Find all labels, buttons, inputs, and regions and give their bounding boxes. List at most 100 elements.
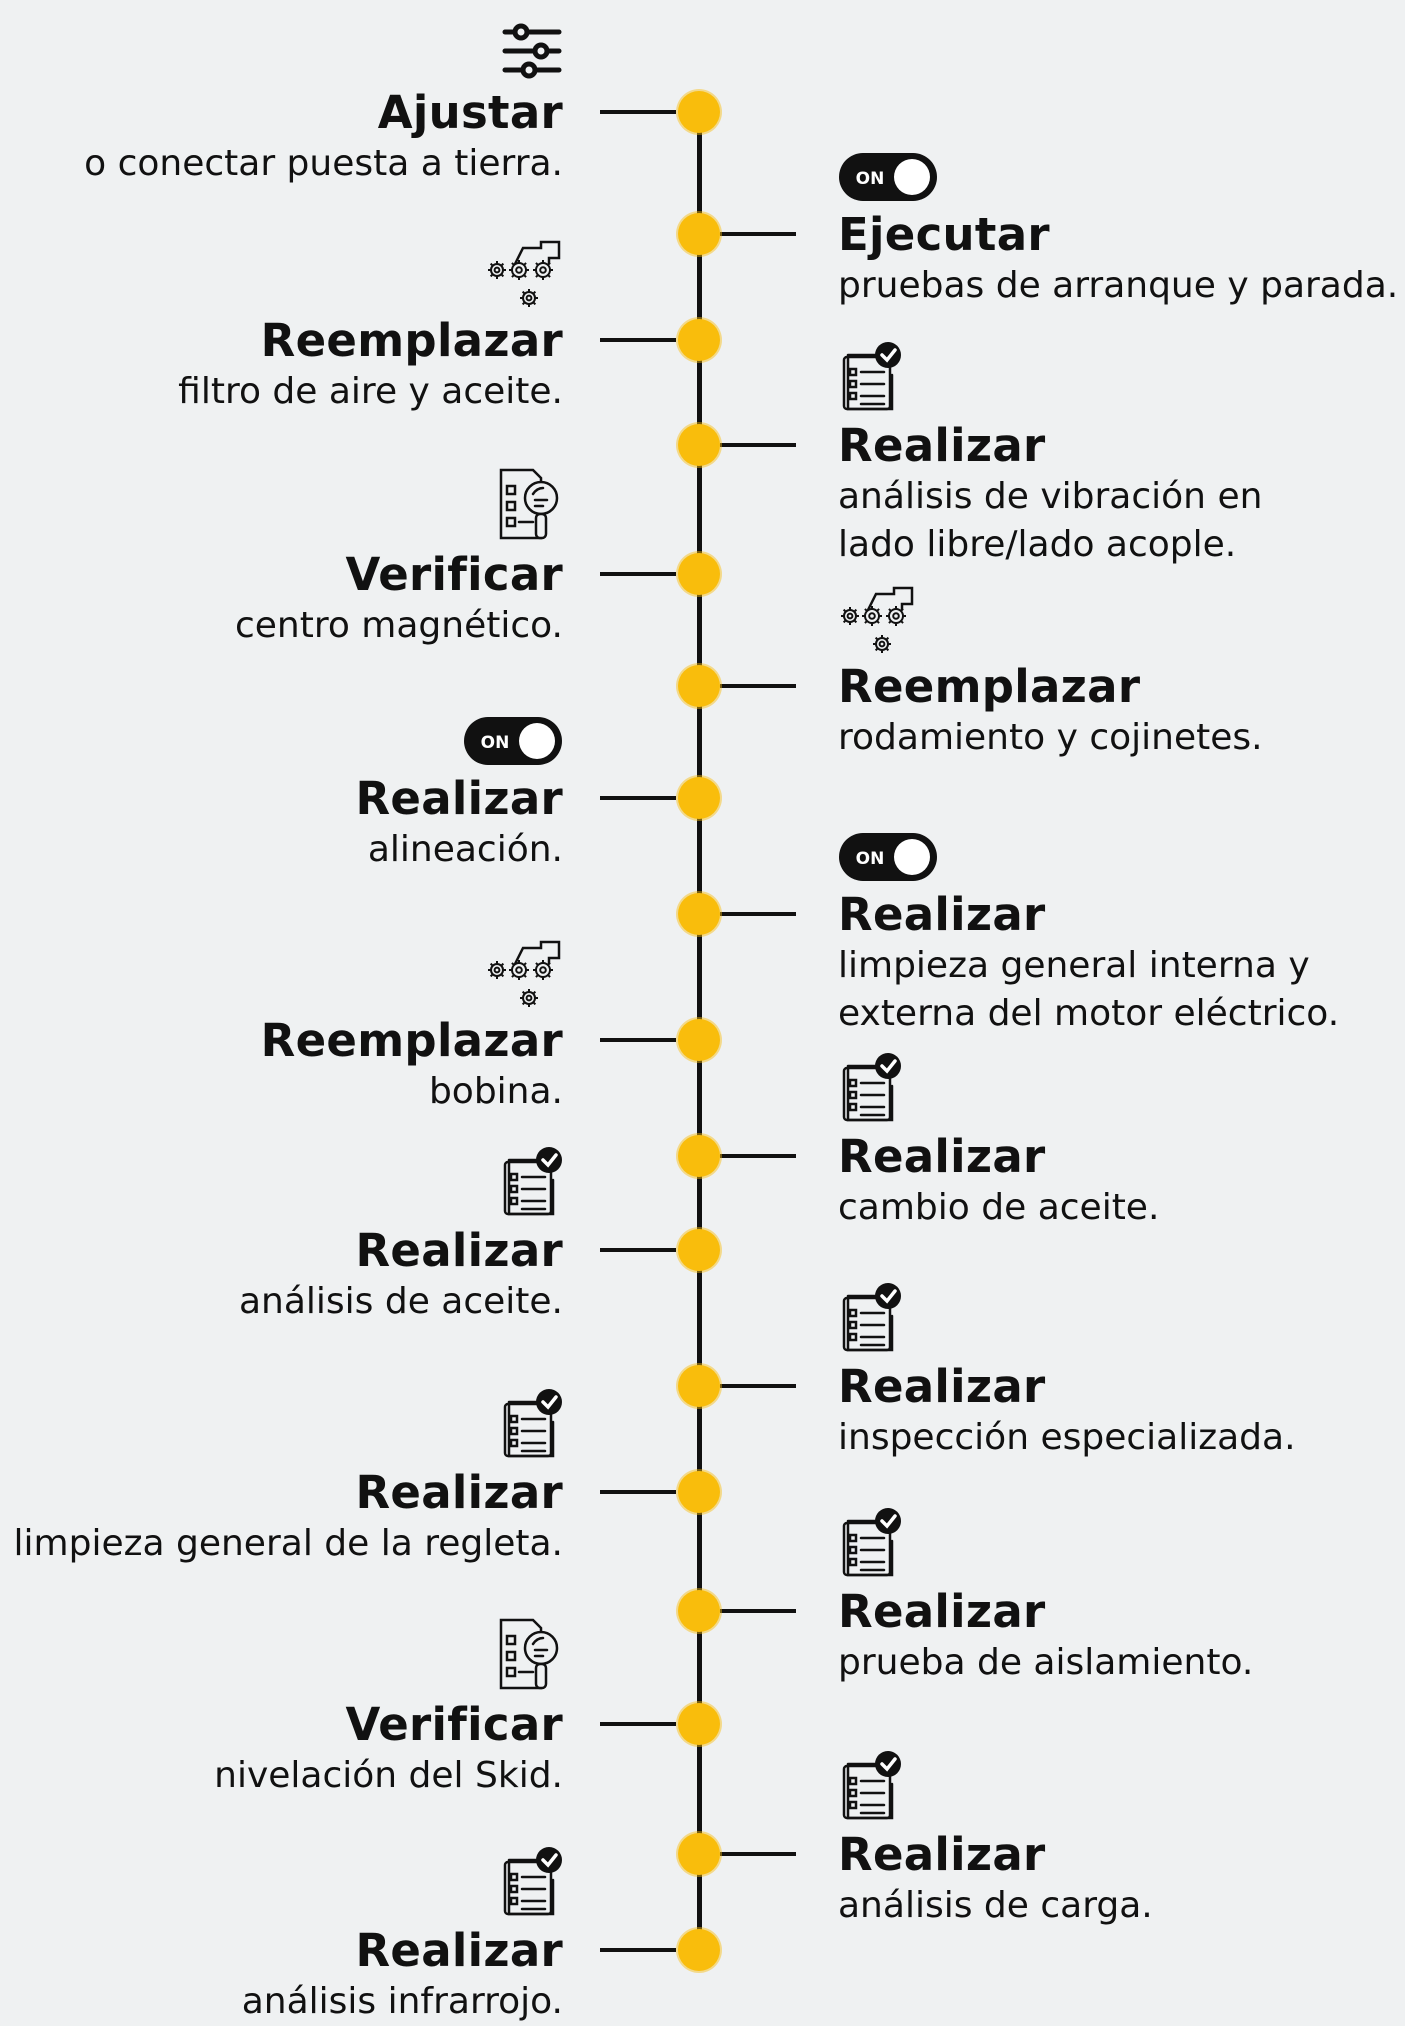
checklist-icon: [838, 1282, 902, 1354]
step-title: Verificar: [345, 548, 563, 601]
step-description: pruebas de arranque y parada.: [838, 265, 1399, 306]
step-connector: [600, 338, 676, 342]
step-description: inspección especializada.: [838, 1417, 1296, 1458]
checklist-icon: [838, 341, 902, 413]
step-connector: [720, 1609, 796, 1613]
timeline-dot: [678, 1929, 720, 1971]
step-description: bobina.: [428, 1071, 563, 1112]
document-search-icon: [497, 1616, 563, 1692]
gears-icon: [485, 238, 563, 308]
step-title: Verificar: [345, 1698, 563, 1751]
step-title: Realizar: [355, 1224, 563, 1277]
step-connector: [720, 443, 796, 447]
checklist-icon: [499, 1388, 563, 1460]
step-description: cambio de aceite.: [838, 1187, 1160, 1228]
step-title: Reemplazar: [260, 1014, 563, 1067]
step-description: filtro de aire y aceite.: [178, 371, 563, 412]
step-description: rodamiento y cojinetes.: [838, 717, 1263, 758]
timeline-dot: [678, 91, 720, 133]
step-connector: [720, 684, 796, 688]
step-title: Realizar: [355, 1924, 563, 1977]
checklist-icon: [838, 1052, 902, 1124]
timeline-dot: [678, 213, 720, 255]
timeline-dot: [678, 1019, 720, 1061]
step-title: Realizar: [838, 1828, 1046, 1881]
gears-icon: [485, 938, 563, 1008]
step-title: Reemplazar: [838, 660, 1141, 713]
step-description: análisis infrarrojo.: [241, 1981, 563, 2022]
svg-text:ON: ON: [481, 733, 510, 753]
step-title: Realizar: [838, 888, 1046, 941]
step-description: prueba de aislamiento.: [838, 1642, 1254, 1683]
svg-text:ON: ON: [856, 849, 885, 869]
document-search-icon: [497, 466, 563, 542]
step-description: centro magnético.: [234, 605, 563, 646]
checklist-icon: [838, 1507, 902, 1579]
sliders-icon: [501, 22, 563, 80]
step-title: Realizar: [838, 1130, 1046, 1183]
timeline-dot: [678, 1135, 720, 1177]
step-connector: [600, 1248, 676, 1252]
toggle-on-icon: ON: [838, 152, 938, 202]
step-connector: [600, 1722, 676, 1726]
toggle-on-icon: ON: [463, 716, 563, 766]
step-title: Ajustar: [377, 86, 563, 139]
step-title: Realizar: [838, 419, 1046, 472]
timeline-dot: [678, 1833, 720, 1875]
step-connector: [600, 1948, 676, 1952]
step-connector: [600, 1038, 676, 1042]
timeline-dot: [678, 893, 720, 935]
timeline-dot: [678, 424, 720, 466]
step-connector: [600, 110, 676, 114]
step-connector: [720, 232, 796, 236]
timeline-dot: [678, 665, 720, 707]
step-connector: [600, 572, 676, 576]
step-description: análisis de carga.: [838, 1885, 1153, 1926]
step-connector: [720, 1154, 796, 1158]
timeline-dot: [678, 1471, 720, 1513]
gears-icon: [838, 584, 916, 654]
step-description: o conectar puesta a tierra.: [84, 143, 563, 184]
svg-text:ON: ON: [856, 169, 885, 189]
timeline-dot: [678, 1590, 720, 1632]
timeline-dot: [678, 1229, 720, 1271]
step-title: Realizar: [355, 772, 563, 825]
step-connector: [720, 1852, 796, 1856]
step-connector: [600, 1490, 676, 1494]
step-connector: [720, 912, 796, 916]
step-description: análisis de vibración en lado libre/lado…: [838, 476, 1263, 565]
step-title: Realizar: [838, 1585, 1046, 1638]
checklist-icon: [499, 1846, 563, 1918]
timeline-dot: [678, 553, 720, 595]
step-description: limpieza general interna y externa del m…: [838, 945, 1340, 1034]
step-description: análisis de aceite.: [238, 1281, 563, 1322]
toggle-on-icon: ON: [838, 832, 938, 882]
checklist-icon: [838, 1750, 902, 1822]
timeline-dot: [678, 1365, 720, 1407]
step-description: nivelación del Skid.: [214, 1755, 563, 1796]
step-description: limpieza general de la regleta.: [13, 1523, 563, 1564]
step-connector: [600, 796, 676, 800]
step-title: Reemplazar: [260, 314, 563, 367]
timeline-dot: [678, 777, 720, 819]
step-title: Realizar: [838, 1360, 1046, 1413]
step-title: Ejecutar: [838, 208, 1050, 261]
step-connector: [720, 1384, 796, 1388]
step-title: Realizar: [355, 1466, 563, 1519]
